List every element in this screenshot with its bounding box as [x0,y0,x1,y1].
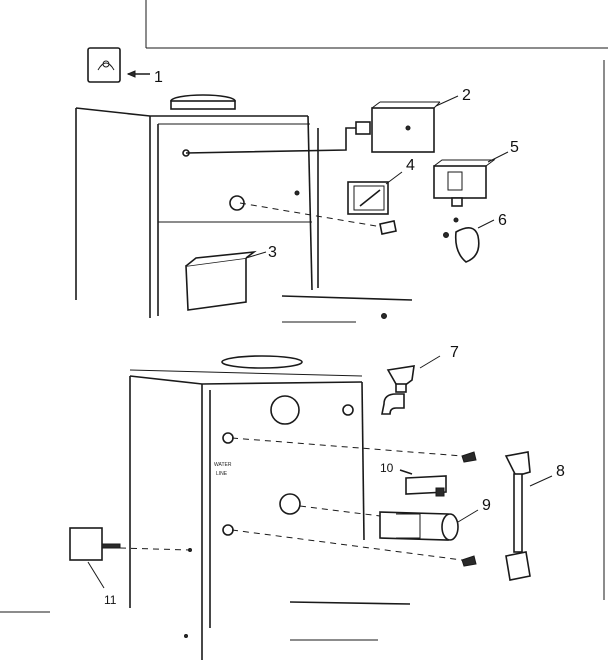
part-2-junction-box [185,95,459,154]
callout-4: 4 [406,157,415,174]
upper-furnace-cabinet [75,94,413,323]
callout-1: 1 [154,69,163,86]
part-3-cover-box [185,250,267,311]
callout-5: 5 [510,139,519,156]
assembly-leader-lines [119,437,463,561]
part-7-relief-valve [381,355,441,415]
part-4-gauge [239,171,403,235]
part-10-bracket [399,469,447,497]
callout-7: 7 [450,344,459,361]
cabinet-label-line1: WATER [214,462,232,468]
part-1-control [87,47,150,83]
cabinet-label-line2: LINE [216,471,228,477]
part-8-gauge-glass [461,451,553,581]
callout-8: 8 [556,463,565,480]
part-5-switch [433,151,509,207]
lower-boiler-cabinet: WATER LINE [129,355,411,660]
part-9-burner-tube [379,509,479,541]
callout-11: 11 [104,593,117,607]
callout-2: 2 [462,87,471,104]
callout-10: 10 [380,461,394,475]
page-frame [0,0,608,613]
part-6-clip [443,217,495,263]
callout-9: 9 [482,497,491,514]
callout-3: 3 [268,244,277,261]
part-11-transformer [69,527,121,589]
callout-labels: 1 2 3 4 5 6 7 8 9 10 11 [104,69,565,607]
callout-6: 6 [498,212,507,229]
